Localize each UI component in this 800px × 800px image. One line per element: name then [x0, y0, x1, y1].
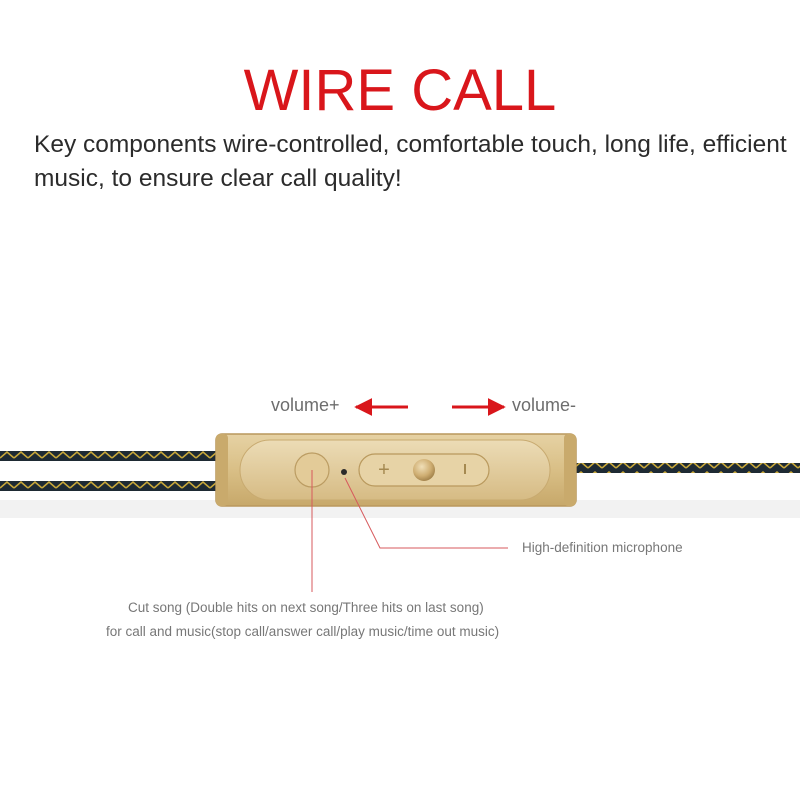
microphone-hole-icon — [341, 469, 347, 475]
minus-symbol-icon — [464, 464, 466, 474]
button-note-line-1: Cut song (Double hits on next song/Three… — [128, 600, 484, 615]
microphone-label: High-definition microphone — [522, 540, 683, 555]
cable-left-lower — [0, 481, 222, 491]
volume-knob[interactable] — [413, 459, 435, 481]
page-title: WIRE CALL — [243, 58, 557, 123]
button-note-line-2: for call and music(stop call/answer call… — [106, 624, 500, 639]
volume-down-label: volume- — [512, 395, 577, 415]
page-subtitle: Key components wire-controlled, comforta… — [34, 131, 787, 192]
plus-symbol: + — [378, 459, 390, 481]
cable-left-upper — [0, 451, 222, 461]
cable-right — [576, 463, 800, 473]
volume-up-label: volume+ — [271, 395, 340, 415]
cable-shadow — [0, 500, 800, 518]
microphone-callout-line — [344, 477, 508, 549]
